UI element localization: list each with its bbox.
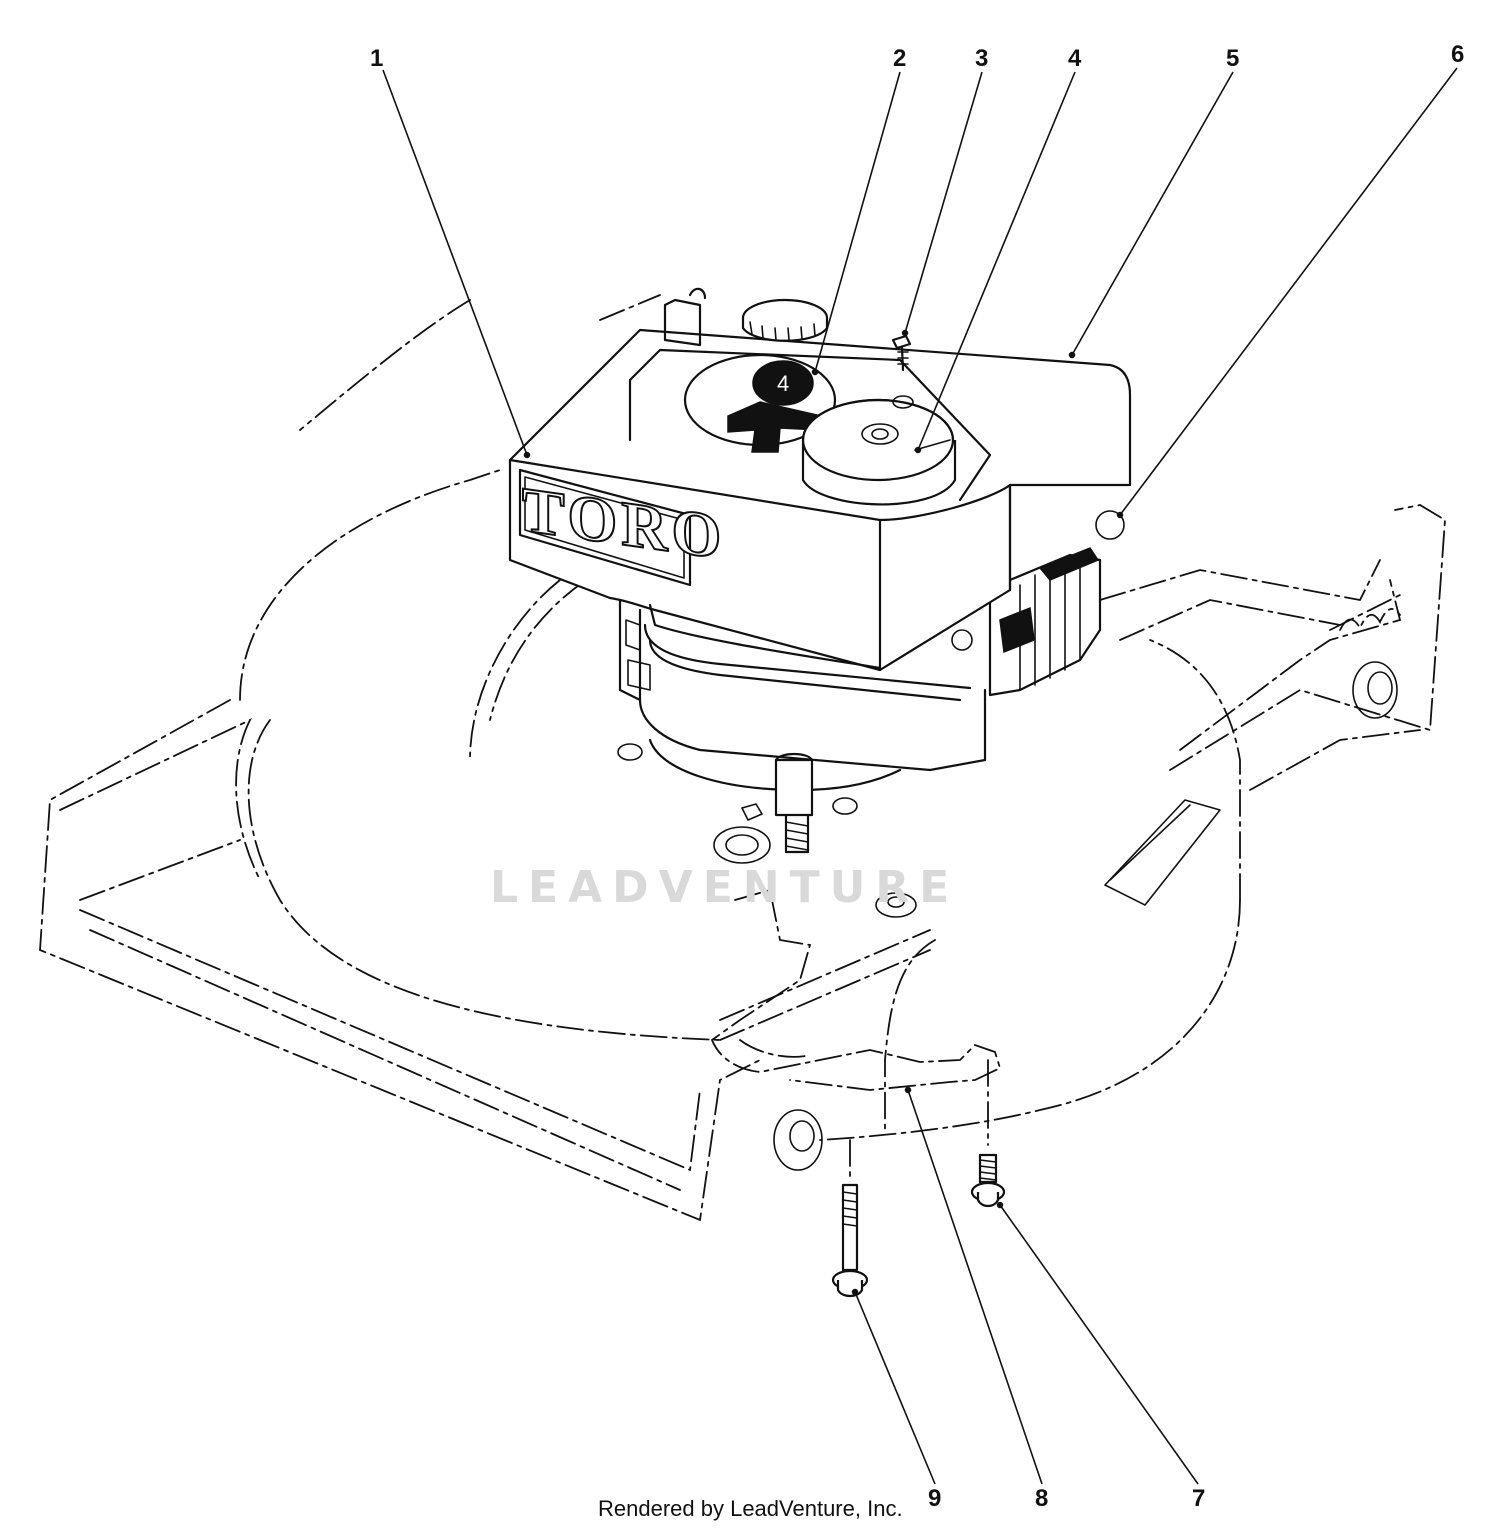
bolt-9 xyxy=(831,1139,869,1298)
engine-decal-number: 4 xyxy=(777,371,789,396)
callout-numbers: 1 2 3 4 5 6 7 8 9 xyxy=(370,41,1464,1512)
callout-6: 6 xyxy=(1451,41,1464,68)
leader-lines xyxy=(382,67,1458,1485)
callout-2: 2 xyxy=(893,45,906,72)
callout-4: 4 xyxy=(1068,45,1082,72)
callout-3: 3 xyxy=(975,45,988,72)
callout-8: 8 xyxy=(1035,1485,1048,1512)
callout-5: 5 xyxy=(1226,45,1239,72)
engine: 4 TORO xyxy=(508,287,1132,854)
watermark: LEADVENTURE xyxy=(490,862,959,913)
credit-line: Rendered by LeadVenture, Inc. xyxy=(598,1496,903,1521)
callout-7: 7 xyxy=(1192,1485,1205,1512)
bolt-7 xyxy=(970,1059,1006,1208)
blade-bracket xyxy=(710,888,1002,1091)
callout-9: 9 xyxy=(928,1485,941,1512)
callout-1: 1 xyxy=(370,45,383,72)
mower-deck xyxy=(39,294,1446,1222)
